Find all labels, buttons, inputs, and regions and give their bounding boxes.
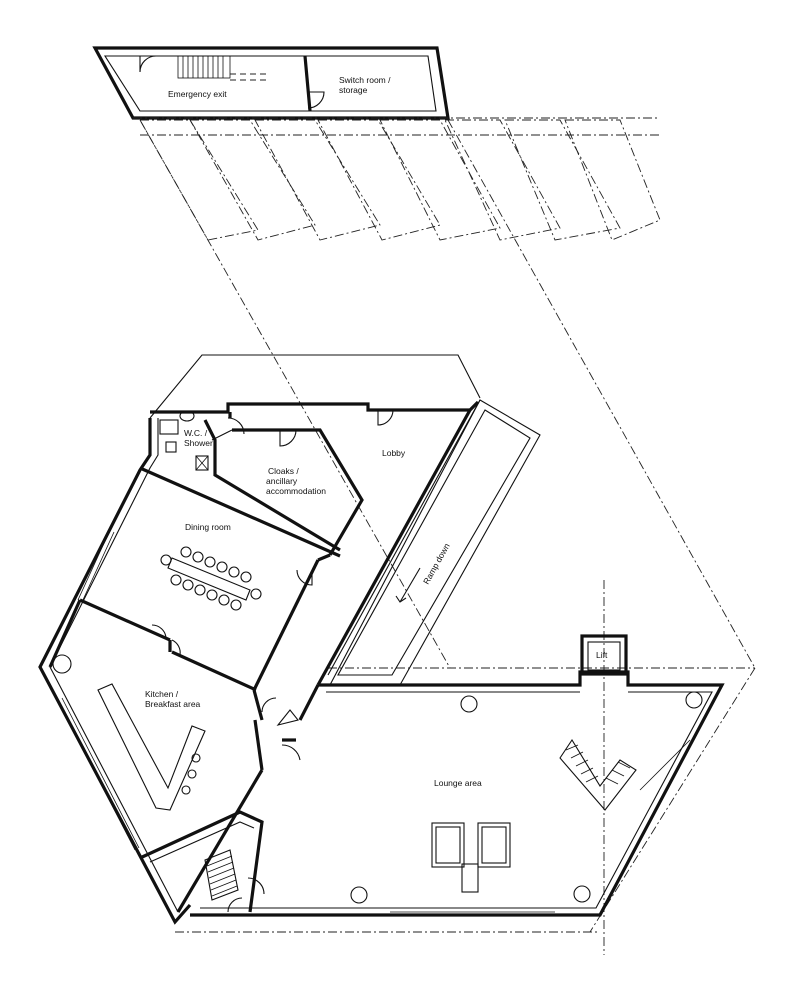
dining-table	[160, 546, 262, 611]
switch-room-label-2: storage	[339, 85, 368, 95]
kitchen-label-2: Breakfast area	[145, 699, 201, 709]
lower-stair	[204, 849, 239, 901]
column-1	[52, 654, 72, 674]
cloaks-label-3: accommodation	[266, 486, 326, 496]
lounge: Lift Lounge area	[190, 634, 725, 917]
column-2	[460, 695, 478, 713]
column-5	[573, 885, 591, 903]
wc-label-2: Shower	[184, 438, 213, 448]
wc-label-1: W.C. /	[184, 428, 208, 438]
kitchen: Kitchen / Breakfast area	[48, 599, 264, 913]
cloaks-label-2: ancillary	[266, 476, 298, 486]
lounge-label: Lounge area	[434, 778, 482, 788]
emergency-stair	[177, 55, 268, 81]
cloaks-label-1: Cloaks /	[268, 466, 299, 476]
projection-lines	[133, 117, 756, 955]
column-3	[685, 691, 703, 709]
kitchen-label-1: Kitchen /	[145, 689, 179, 699]
wc: W.C. / Shower	[159, 410, 213, 471]
emergency-exit-label: Emergency exit	[168, 89, 227, 99]
upper-building: Emergency exit Switch room / storage	[92, 46, 450, 120]
switch-room-label-1: Switch room /	[339, 75, 391, 85]
lift-label: Lift	[596, 650, 608, 660]
lobby-label: Lobby	[382, 448, 406, 458]
dining-room-label: Dining room	[185, 522, 231, 532]
column-4	[350, 886, 368, 904]
main-building: Ramp down W.C. / Shower	[38, 354, 725, 925]
